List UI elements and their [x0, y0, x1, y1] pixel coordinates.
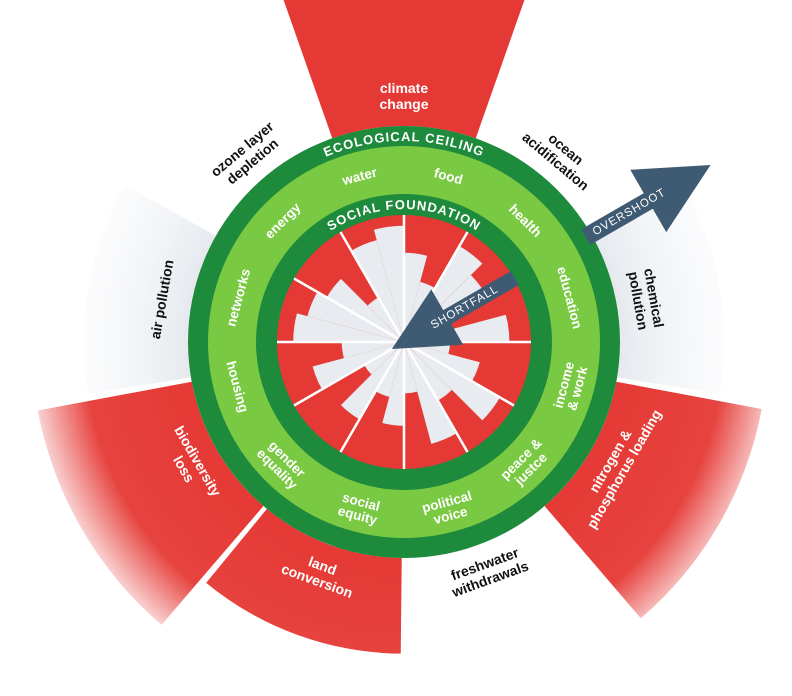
overshoot-wedge: [206, 508, 402, 654]
shortfall-segment: [382, 342, 404, 426]
shortfall-segment: [404, 342, 452, 401]
ecological-dimension-label: change: [379, 96, 428, 112]
shortfall-segment: [351, 240, 404, 342]
spoke-line: [339, 341, 406, 453]
spoke-line: [293, 340, 405, 407]
overshoot-arrow: [581, 164, 711, 245]
overshoot-wedge: [592, 184, 725, 395]
shortfall-arrow: [391, 271, 519, 350]
overshoot-wedge: [37, 381, 264, 625]
shortfall-segment: [340, 342, 404, 420]
shortfall-segment: [293, 313, 404, 342]
spoke-line: [403, 340, 515, 407]
social-label-group: food: [432, 165, 464, 187]
overshoot-wedge: [283, 0, 525, 139]
overshoot-wedge: [83, 184, 216, 395]
shortfall-segment: [326, 278, 404, 342]
shortfall-segment: [404, 342, 418, 394]
spoke-line: [402, 341, 469, 453]
shortfall-segment: [404, 342, 457, 444]
overshoot-wedge: [544, 381, 762, 619]
shortfall-segment: [364, 342, 404, 375]
social-dimension-label: food: [432, 165, 464, 187]
shortfall-segment: [341, 342, 404, 359]
overshoot-layer: [37, 0, 762, 654]
shortfall-segment: [404, 342, 500, 421]
spoke-line: [293, 277, 405, 344]
ecological-dimension-label: climate: [380, 80, 428, 96]
shortfall-segment: [307, 291, 404, 342]
